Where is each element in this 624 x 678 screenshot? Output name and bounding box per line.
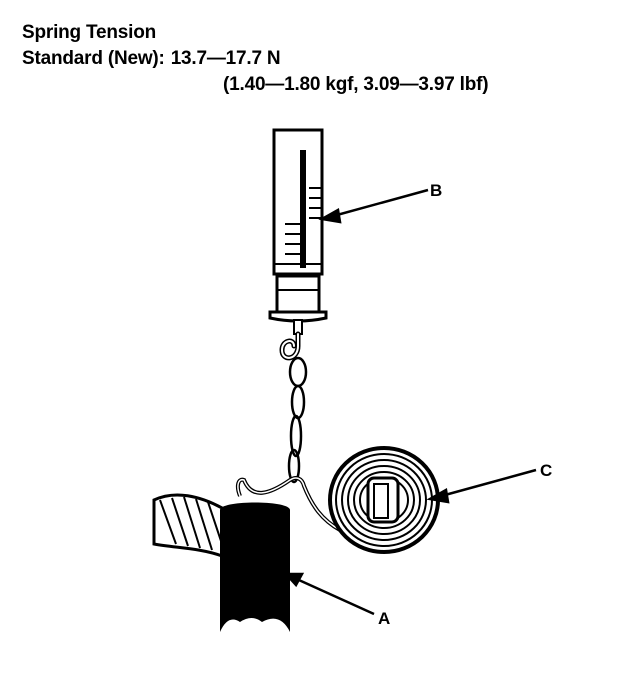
spec-standard-label: Standard (New): bbox=[22, 48, 165, 69]
callout-leaders bbox=[283, 188, 537, 616]
spring-scale bbox=[268, 128, 328, 335]
spec-standard-value: 13.7—17.7 N bbox=[170, 48, 281, 69]
spring-tension-spec: Spring Tension Standard (New):13.7—17.7 … bbox=[22, 20, 489, 98]
brush bbox=[220, 502, 290, 632]
spec-title: Spring Tension bbox=[22, 22, 157, 43]
spec-alt-value: (1.40—1.80 kgf, 3.09—3.97 lbf) bbox=[223, 74, 489, 95]
callout-b-label: B bbox=[430, 181, 442, 200]
spec-standard-line: Standard (New):13.7—17.7 N bbox=[22, 46, 488, 72]
callout-c-label: C bbox=[540, 461, 552, 480]
callout-a-label: A bbox=[378, 609, 390, 628]
brush-arm bbox=[152, 493, 224, 559]
hook-chain bbox=[287, 356, 308, 484]
coiled-spring bbox=[328, 446, 440, 554]
